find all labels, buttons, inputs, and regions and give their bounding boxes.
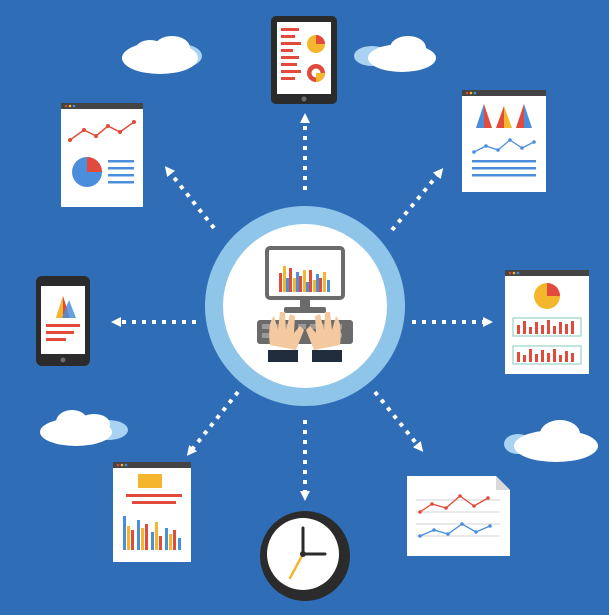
report-pie-bars-icon — [505, 270, 589, 374]
arrows — [111, 113, 493, 501]
line-chart-paper-icon — [407, 476, 510, 556]
cloud-icon — [354, 36, 436, 72]
report-line-pie-icon — [61, 103, 143, 207]
smartphone-chart-icon — [36, 276, 90, 366]
clock-icon — [260, 511, 350, 601]
arrow-down-right — [373, 390, 424, 452]
arrow-up-right — [390, 168, 444, 232]
report-bar-chart-icon — [113, 462, 191, 562]
cloud-icon — [122, 36, 202, 74]
arrow-up-left — [164, 166, 216, 230]
cloud-icon — [504, 420, 598, 462]
cloud-icon — [40, 410, 128, 446]
arrow-down-left — [186, 390, 240, 456]
computer-typing-icon — [205, 206, 405, 406]
tablet-dashboard-icon — [271, 16, 337, 104]
report-triangles-icon — [462, 90, 546, 192]
